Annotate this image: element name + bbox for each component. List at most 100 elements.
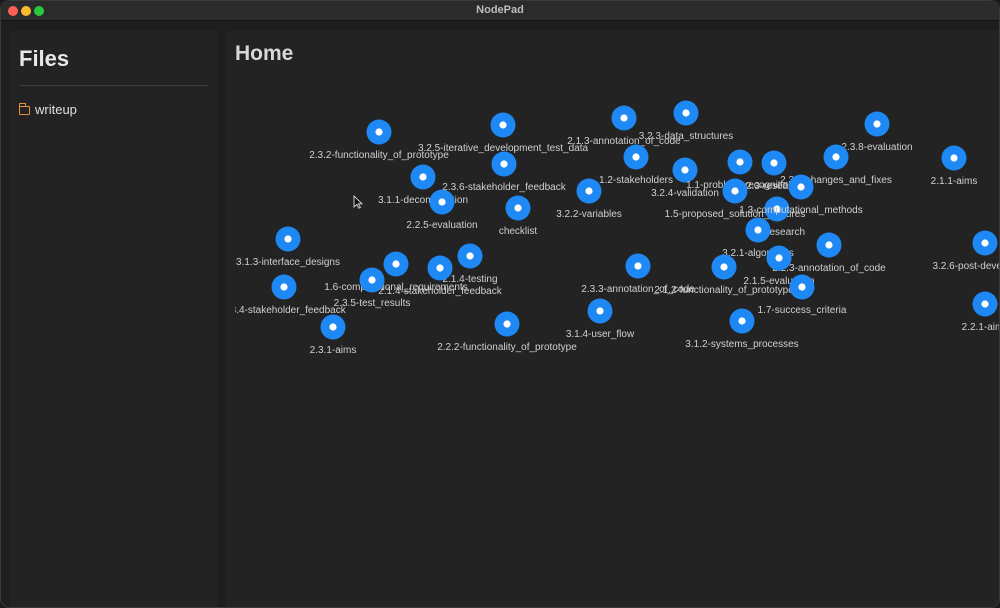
graph-canvas[interactable]: 3.2.5-iterative_development_test_data2.1… [235, 90, 1000, 608]
graph-node-dot [873, 120, 881, 128]
graph-node-dot [596, 307, 604, 315]
sidebar-divider [19, 85, 208, 86]
graph-node[interactable]: 2.2.1-aims [962, 291, 1000, 334]
graph-node-dot [720, 263, 728, 271]
graph-node[interactable]: 3.2.3-data_structures [639, 100, 734, 143]
graph-node-label: 3.2.5-iterative_development_test_data [418, 143, 589, 154]
graph-node[interactable]: 3.1.3-interface_designs [236, 226, 340, 269]
graph-node-label: 3.2.1-algorithms [722, 248, 794, 259]
sidebar-heading: Files [19, 46, 70, 71]
graph-node-dot [775, 254, 783, 262]
graph-node[interactable]: 2.3.4-stakeholder_feedback [235, 274, 347, 317]
graph-node[interactable]: 2.1.3-annotation_of_code [567, 105, 681, 148]
graph-node-dot [329, 323, 337, 331]
mouse-cursor-icon [353, 195, 363, 209]
graph-node-dot [731, 187, 739, 195]
page-title: Home [235, 42, 294, 65]
graph-node[interactable]: 2.1.5-evaluation [743, 245, 815, 288]
graph-node-dot [585, 187, 593, 195]
graph-node-dot [682, 109, 690, 117]
graph-node-label: 3.2.4-validation [651, 188, 719, 199]
graph-node-dot [981, 239, 989, 247]
graph-node[interactable]: 3.2.2-variables [556, 178, 622, 221]
graph-node[interactable]: 2.3.5-test_results [334, 267, 411, 310]
graph-node[interactable]: 2.1.4-stakeholder_feedback [378, 255, 503, 298]
graph-node[interactable]: 2.2.2-functionality_of_prototype [437, 311, 577, 354]
graph-node[interactable]: 2.3.8-evaluation [841, 111, 913, 154]
graph-node-label: 2.2.2-functionality_of_prototype [437, 342, 577, 353]
minimize-window-button[interactable] [21, 6, 31, 16]
graph-node-dot [736, 158, 744, 166]
close-window-button[interactable] [8, 6, 18, 16]
graph-node-label: 2.1.4-testing [442, 274, 497, 285]
graph-node[interactable]: 3.1.4-user_flow [566, 298, 635, 341]
graph-node[interactable]: 2.1.4-testing [442, 243, 498, 286]
sidebar-item-label: writeup [35, 102, 77, 117]
graph-node-dot [773, 205, 781, 213]
main-panel: Home 3.2.5-iterative_development_test_da… [226, 30, 1000, 608]
window-title: NodePad [476, 4, 524, 16]
graph-node-dot [375, 128, 383, 136]
graph-node-label: 2.3.1-aims [310, 345, 357, 356]
graph-node-dot [620, 114, 628, 122]
graph-node[interactable]: 3.1.2-systems_processes [685, 308, 799, 351]
graph-node[interactable]: 2.3.3-annotation_of_code [581, 253, 695, 296]
graph-node-label: 2.3.4-stakeholder_feedback [235, 305, 347, 316]
graph-node-dot [503, 320, 511, 328]
graph-node[interactable]: 1.2-stakeholders [599, 144, 673, 187]
graph-node-dot [681, 166, 689, 174]
graph-node[interactable]: 3.1.1-decomposition [378, 164, 468, 207]
graph-node-label: 2.3.3-annotation_of_code [581, 284, 695, 295]
graph-node[interactable]: 3.2.1-algorithms [722, 217, 794, 260]
graph-node-label: 1.4-research [749, 227, 805, 238]
graph-node-label: 3.2.3-data_structures [639, 131, 734, 142]
files-sidebar: Files writeup [10, 30, 217, 607]
graph-node-label: 2.2.5-evaluation [406, 220, 477, 231]
graph-node[interactable]: 3.2.6-post-development [932, 230, 1000, 273]
graph-node-dot [419, 173, 427, 181]
graph-node[interactable]: 2.3.6-stakeholder_feedback [442, 151, 567, 194]
graph-node[interactable]: 1.5-proposed_solution_features [665, 178, 806, 221]
graph-node-dot [392, 260, 400, 268]
zoom-window-button[interactable] [34, 6, 44, 16]
graph-node-label: 2.1.5-evaluation [743, 276, 814, 287]
graph-node-dot [770, 159, 778, 167]
graph-node[interactable]: checklist [499, 195, 538, 238]
graph-node-label: 2.1.4-stakeholder_feedback [378, 286, 502, 297]
graph-node[interactable]: 1.3-computational_methods [739, 174, 863, 217]
graph-node[interactable]: 2.1.1-aims [931, 145, 978, 188]
graph-node-label: 1.3-computational_methods [739, 205, 862, 216]
graph-node[interactable]: 1.7-success_criteria [758, 274, 847, 317]
graph-node[interactable]: 2.3.2-functionality_of_prototype [309, 119, 449, 162]
graph-node-label: 1.6-computational_requirements [324, 282, 467, 293]
graph-node[interactable]: 1.4-research [749, 196, 805, 239]
graph-node-label: 2.2.1-aims [962, 322, 1000, 333]
graph-node-label: 3.1.1-decomposition [378, 195, 468, 206]
graph-node-dot [798, 283, 806, 291]
graph-node-dot [499, 121, 507, 129]
graph-node-label: 2.3.6-stakeholder_feedback [442, 182, 566, 193]
graph-node[interactable]: 2.2.5-evaluation [406, 189, 478, 232]
graph-node[interactable]: 3.2.5-iterative_development_test_data [418, 112, 589, 155]
graph-node-label: 2.3.2-functionality_of_prototype [309, 150, 449, 161]
graph-node-dot [754, 226, 762, 234]
graph-node-label: 1.7-success_criteria [758, 305, 847, 316]
graph-node-label: 2.3.5-test_results [334, 298, 411, 309]
graph-node-dot [438, 198, 446, 206]
graph-node[interactable]: 2.1.2-functionality_of_prototype [654, 254, 794, 297]
graph-node[interactable]: 2.2.3-annotation_of_code [772, 232, 886, 275]
graph-node[interactable]: 2.3.7-changes_and_fixes [780, 144, 892, 187]
graph-node-dot [634, 262, 642, 270]
graph-node-label: 2.1.3-annotation_of_code [567, 136, 681, 147]
graph-node[interactable]: 2.3.1-aims [310, 314, 357, 357]
graph-node[interactable]: 3.2.4-validation [651, 157, 719, 200]
sidebar-item-writeup[interactable]: writeup [18, 102, 77, 117]
graph-node-label: 2.1.1-aims [931, 176, 978, 187]
graph-node[interactable]: 1.6-computational_requirements [324, 251, 468, 294]
graph-node[interactable]: 2.3-research [746, 150, 802, 193]
graph-node-dot [514, 204, 522, 212]
graph-node-label: 3.1.2-systems_processes [685, 339, 798, 350]
title-bar: NodePad [1, 1, 999, 21]
